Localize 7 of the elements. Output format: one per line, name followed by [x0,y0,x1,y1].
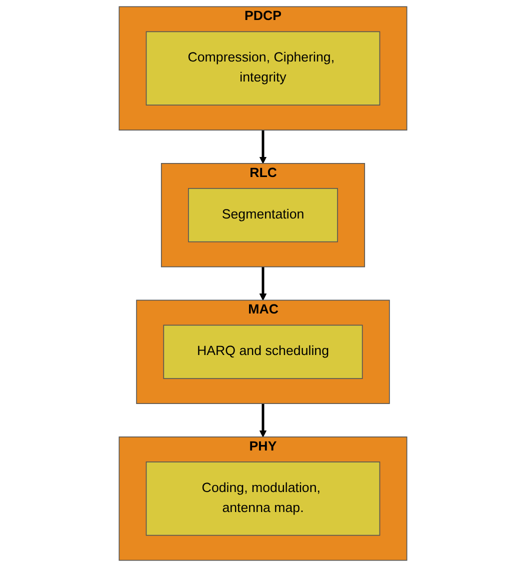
arrow [259,404,267,438]
node-box: Coding, modulation, antenna map. [146,462,380,536]
arrow [259,266,267,300]
node-box: Segmentation [188,188,338,242]
node-box: HARQ and scheduling [163,324,363,379]
arrow [259,130,267,164]
node-box: Compression, Ciphering, integrity [146,31,380,106]
